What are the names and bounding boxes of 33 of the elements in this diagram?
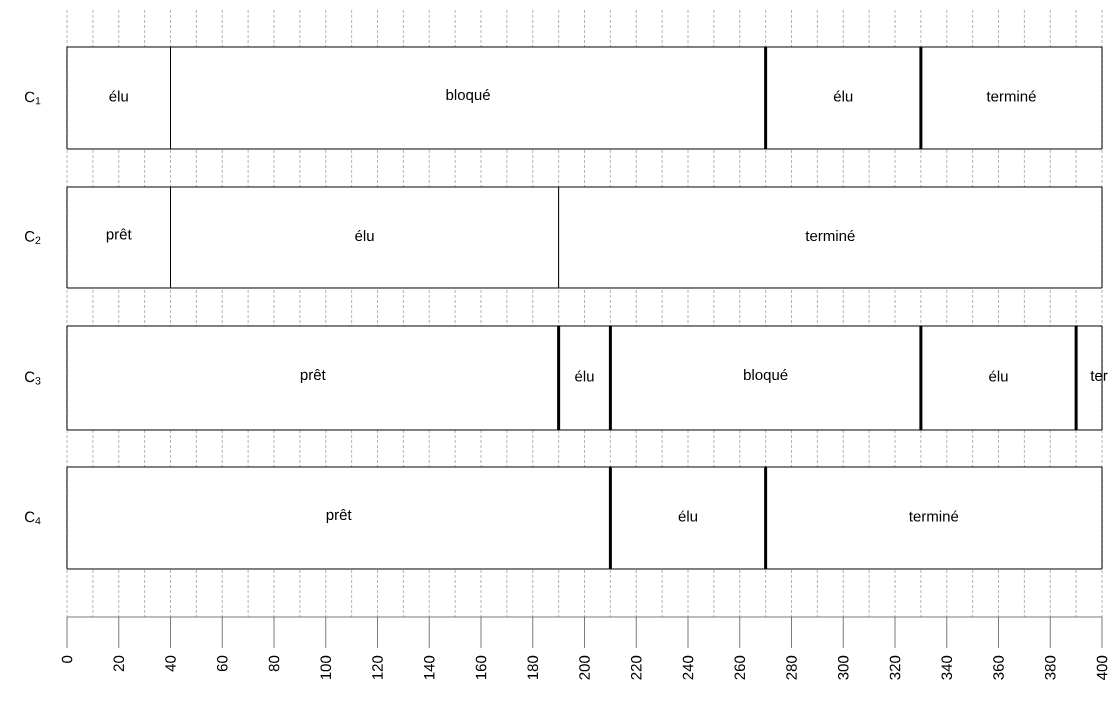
tick-label: 340 xyxy=(941,655,953,680)
tick-label: 240 xyxy=(682,655,694,680)
state-box: terminé xyxy=(920,46,1103,150)
tick-label: 400 xyxy=(1096,655,1108,680)
tick-label: 120 xyxy=(372,655,383,680)
tick-label: 360 xyxy=(993,655,1004,680)
tick-label: 180 xyxy=(527,655,539,680)
tick-label: 140 xyxy=(423,655,435,680)
tick-label: 260 xyxy=(734,655,746,680)
tick-label: 160 xyxy=(475,655,487,680)
row-label: C$_{4}$ xyxy=(25,511,41,525)
tick-label: 20 xyxy=(113,655,125,672)
tick-label: 200 xyxy=(579,655,590,680)
tick-label: 320 xyxy=(889,655,901,680)
tick-label: 300 xyxy=(837,655,849,680)
state-box: ter xyxy=(1075,325,1108,431)
state-box: élu xyxy=(558,325,611,431)
row-label: C$_{3}$ xyxy=(25,371,41,385)
tick-label: 100 xyxy=(320,655,332,680)
tick-label: 40 xyxy=(165,655,176,672)
state-box: terminé xyxy=(558,186,1103,289)
state-box: élu xyxy=(765,46,922,150)
row-label: C$_{1}$ xyxy=(25,91,41,105)
tick-label: 80 xyxy=(268,655,280,672)
tick-label: 0 xyxy=(61,655,73,663)
tick-label: 220 xyxy=(630,655,642,680)
state-box: élu xyxy=(66,46,171,150)
state-box: prêt xyxy=(66,186,171,289)
tick-label: 280 xyxy=(786,655,797,680)
tick-label: 380 xyxy=(1044,655,1056,680)
row-label: C$_{2}$ xyxy=(25,231,41,244)
tick-label: 60 xyxy=(216,655,228,672)
state-box: élu xyxy=(609,466,767,570)
